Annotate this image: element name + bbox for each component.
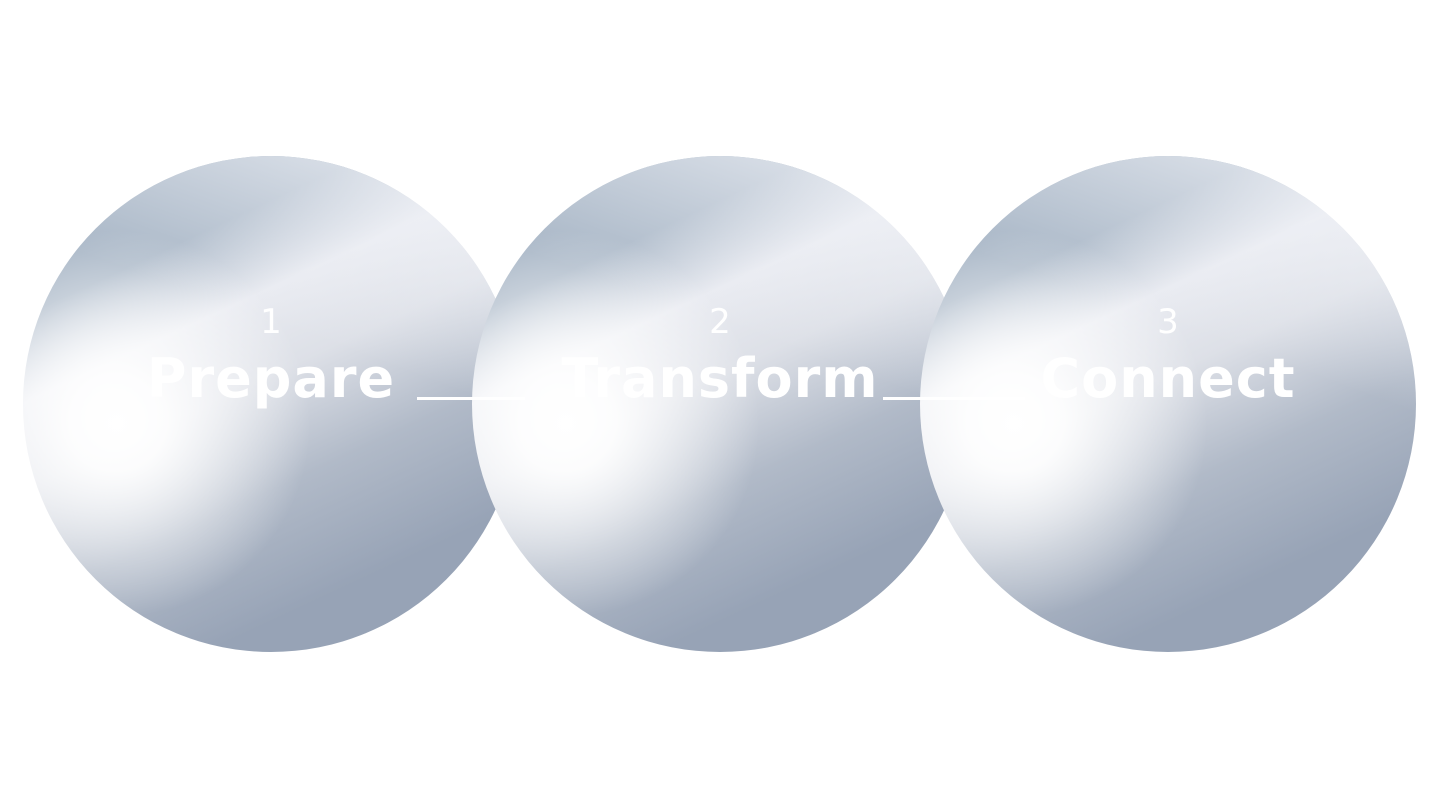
step-label: Prepare: [146, 347, 396, 410]
connector-line-2-3: [883, 397, 1025, 400]
connector-line-1-2: [417, 397, 525, 400]
step-prepare: 1 Prepare: [23, 300, 519, 414]
step-circle-prepare: [23, 156, 519, 652]
step-number: 1: [260, 302, 282, 342]
step-circle-transform: [472, 156, 968, 652]
step-connect: 3 Connect: [920, 300, 1416, 414]
step-label: Transform: [561, 347, 879, 410]
step-number: 2: [709, 302, 731, 342]
step-number: 3: [1157, 302, 1179, 342]
step-circle-connect: [920, 156, 1416, 652]
step-transform: 2 Transform: [472, 300, 968, 414]
step-label: Connect: [1040, 347, 1296, 410]
